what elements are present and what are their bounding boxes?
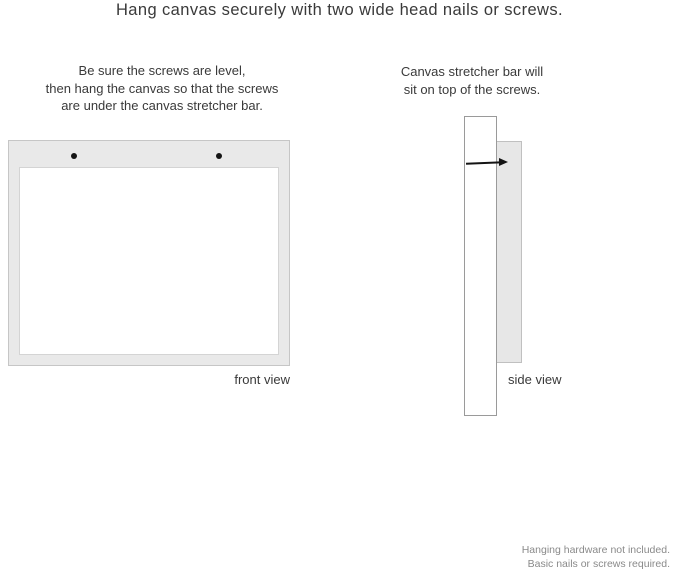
- hardware-footnote: Hanging hardware not included. Basic nai…: [522, 544, 670, 571]
- instruction-line: Canvas stretcher bar will: [400, 64, 544, 79]
- front-view-canvas-inner: [19, 167, 279, 355]
- front-view-instructions: Be sure the screws are level, then hang …: [20, 62, 304, 115]
- side-view-caption: side view: [508, 372, 562, 387]
- nail-head: [499, 158, 508, 166]
- front-view-canvas-frame: [8, 140, 290, 366]
- instruction-line: are under the canvas stretcher bar.: [61, 98, 263, 113]
- nail-icon: [465, 157, 510, 169]
- nail-shaft: [465, 161, 504, 165]
- screw-dot-left: [71, 153, 77, 159]
- side-view-instructions: Canvas stretcher bar will sit on top of …: [376, 63, 568, 98]
- front-view-caption: front view: [234, 372, 290, 387]
- instruction-line: then hang the canvas so that the screws: [45, 80, 279, 96]
- instruction-line: Be sure the screws are level,: [78, 63, 246, 78]
- footnote-line: Hanging hardware not included.: [521, 544, 670, 556]
- screw-dot-right: [216, 153, 222, 159]
- side-view-stretcher-bar: [464, 116, 497, 416]
- footnote-line: Basic nails or screws required.: [527, 557, 670, 570]
- page-title: Hang canvas securely with two wide head …: [115, 1, 563, 19]
- instruction-line: sit on top of the screws.: [403, 81, 541, 97]
